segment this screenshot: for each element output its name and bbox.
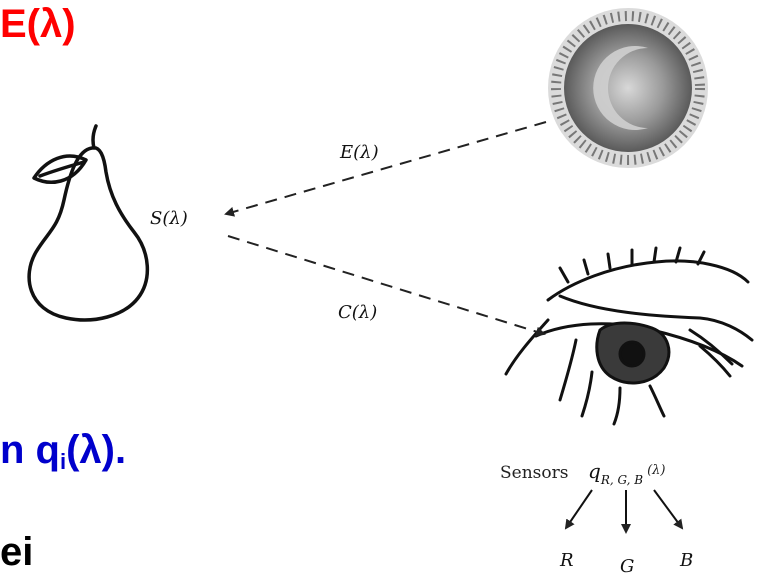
color-signal-label: C(λ) <box>338 302 377 323</box>
sensor-text-subscript: i <box>59 449 67 474</box>
output-label-b: B <box>679 550 693 571</box>
reflected-ray <box>227 235 546 337</box>
illuminant-ray <box>224 121 547 217</box>
pear-icon <box>27 124 150 322</box>
output-label-r: R <box>559 550 574 571</box>
sun-icon <box>548 8 708 168</box>
output-arrow-r <box>564 489 593 530</box>
cut-off-text-fragment: ei <box>0 530 34 574</box>
eye-sensor-icon <box>504 246 754 426</box>
sensor-text-fragment: n qi(λ). <box>0 428 126 475</box>
sensor-function-label: qR, G, B (λ) <box>588 459 665 487</box>
sensor-text-prefix: n q <box>0 428 60 472</box>
illuminant-heading: E(λ) <box>0 2 76 46</box>
sensors-label: Sensors <box>500 463 568 483</box>
reflectance-label: S(λ) <box>150 208 188 229</box>
sensor-function-arg: (λ) <box>647 463 665 478</box>
illuminant-label: E(λ) <box>339 142 379 163</box>
output-label-g: G <box>620 556 634 577</box>
sensor-function-symbol: q <box>588 459 601 483</box>
sensor-text-suffix: (λ). <box>66 428 127 472</box>
sensor-function-subscript: R, G, B <box>600 473 643 487</box>
output-arrow-b <box>653 489 684 530</box>
